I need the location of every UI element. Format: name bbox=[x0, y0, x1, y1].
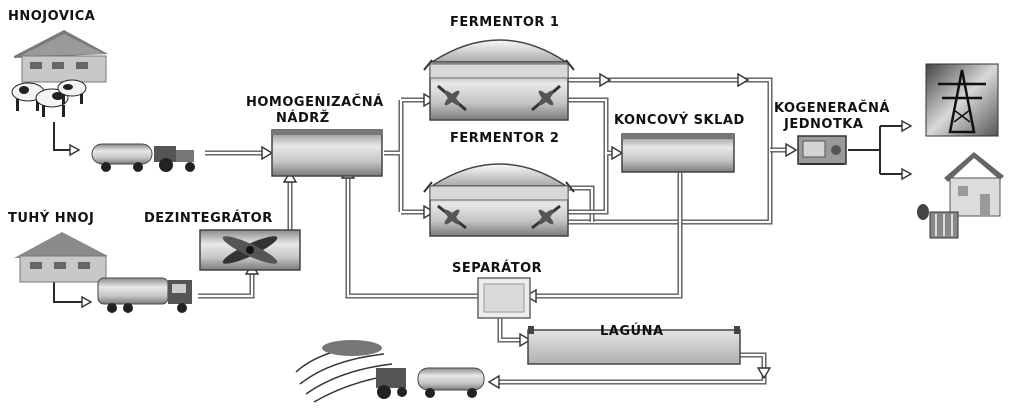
label-fermentor-2: FERMENTOR 2 bbox=[450, 131, 559, 146]
pipe-lagoon-to-field bbox=[487, 352, 772, 390]
label-hnojovica: HNOJOVICA bbox=[8, 9, 95, 24]
pipe-truck-to-homogenization bbox=[205, 145, 274, 161]
fermentor-2 bbox=[423, 163, 575, 237]
pipe-homogenization-to-fermentors bbox=[384, 92, 436, 220]
lagoon-basin bbox=[527, 326, 741, 365]
cows-icon bbox=[11, 79, 87, 117]
power-pylon-icon bbox=[925, 63, 999, 137]
pipe-fermentors-to-storage bbox=[568, 97, 624, 215]
final-storage-tank bbox=[621, 133, 735, 173]
label-homogenization-2: NÁDRŽ bbox=[276, 110, 330, 126]
mixer-icon bbox=[437, 204, 467, 230]
mixer-icon bbox=[437, 84, 467, 112]
field-tractor-icon bbox=[295, 340, 485, 403]
homogenization-tank bbox=[271, 129, 383, 177]
label-cogeneration-2: JEDNOTKA bbox=[783, 117, 863, 132]
dezintegrator-unit bbox=[199, 229, 301, 271]
label-cogeneration-1: KOGENERAČNÁ bbox=[774, 100, 890, 116]
pipe-storage-to-separator bbox=[524, 170, 683, 304]
label-tuhy-hnoj: TUHÝ HNOJ bbox=[8, 210, 94, 226]
labels: HNOJOVICA TUHÝ HNOJ DEZINTEGRÁTOR HOMOGE… bbox=[8, 9, 890, 339]
label-lagoon: LAGÚNA bbox=[600, 323, 664, 339]
mixer-icon bbox=[531, 84, 561, 112]
barn-icon bbox=[14, 232, 108, 283]
shredder-blade-icon bbox=[222, 236, 278, 264]
cogeneration-unit bbox=[797, 135, 847, 165]
label-dezintegrator: DEZINTEGRÁTOR bbox=[144, 210, 273, 226]
mixer-icon bbox=[531, 204, 561, 230]
radiator-icon bbox=[917, 204, 959, 239]
pipe-dezintegrator-to-homogenization bbox=[282, 170, 298, 230]
label-separator: SEPARÁTOR bbox=[452, 260, 542, 276]
tanker-tractor-icon bbox=[91, 143, 195, 172]
separator-unit bbox=[477, 277, 531, 319]
label-final-storage: KONCOVÝ SKLAD bbox=[614, 112, 745, 128]
lines-cogeneration-outputs bbox=[848, 119, 913, 181]
fermentor-1 bbox=[423, 39, 575, 121]
barn-icon bbox=[14, 30, 108, 83]
lines-barn-outputs bbox=[53, 122, 93, 309]
dump-truck-icon bbox=[97, 277, 192, 313]
house-icon bbox=[944, 152, 1004, 217]
pipe-separator-to-lagoon bbox=[497, 316, 532, 348]
pipes bbox=[53, 72, 913, 390]
label-fermentor-1: FERMENTOR 1 bbox=[450, 15, 559, 30]
label-homogenization-1: HOMOGENIZAČNÁ bbox=[246, 94, 384, 110]
